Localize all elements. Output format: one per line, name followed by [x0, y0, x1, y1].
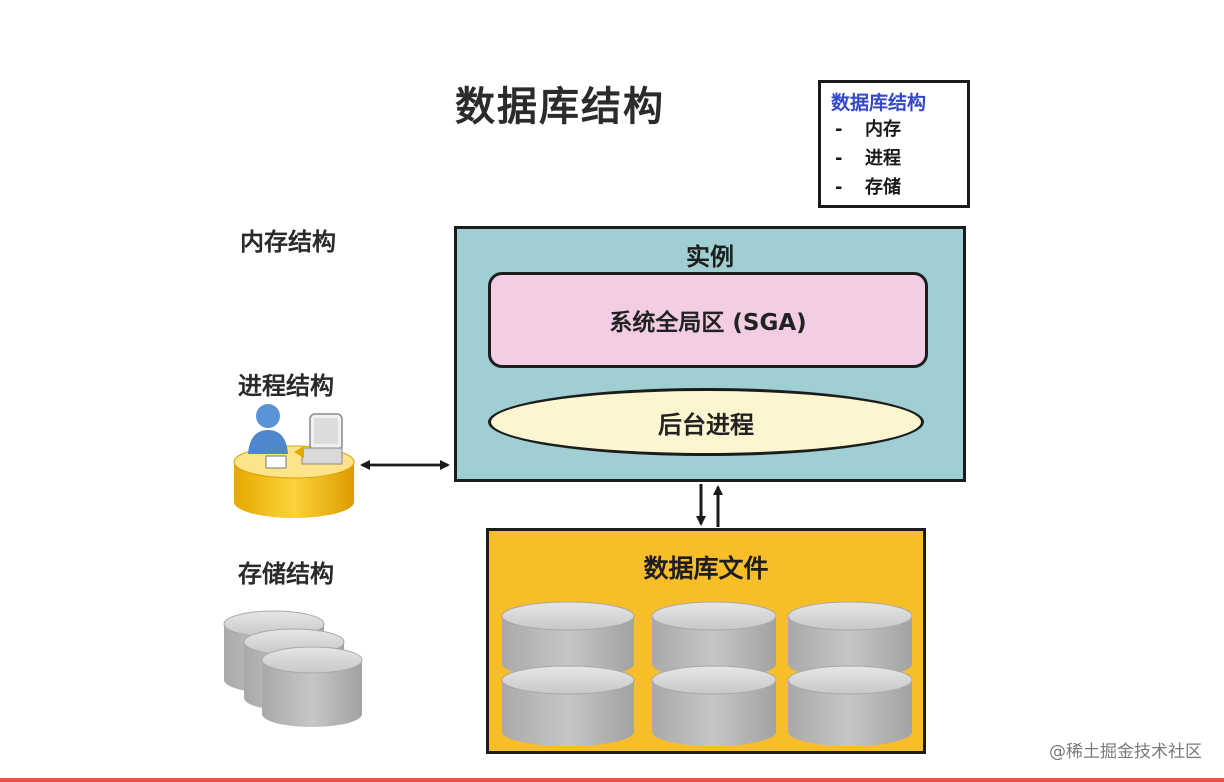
storage-structure-label: 存储结构 [238, 560, 334, 588]
legend-box: 数据库结构 - 内存 - 进程 - 存储 [818, 80, 970, 208]
legend-dash: - [835, 148, 843, 169]
legend-item-process: - 进程 [831, 144, 957, 173]
legend-item-label: 进程 [865, 148, 901, 169]
legend-dash: - [835, 177, 843, 198]
instance-title: 实例 [686, 243, 734, 271]
sga-label: 系统全局区 (SGA) [609, 310, 807, 336]
legend-item-memory: - 内存 [831, 115, 957, 144]
legend-item-label: 存储 [865, 177, 901, 198]
bottom-divider [0, 778, 1224, 782]
legend-title: 数据库结构 [831, 92, 927, 114]
process-structure-label: 进程结构 [238, 372, 334, 400]
datafile-cylinder-1 [501, 601, 635, 746]
datafile-cylinder-2 [651, 601, 777, 746]
legend-item-label: 内存 [865, 119, 901, 140]
datafile-cylinder-3 [787, 601, 913, 746]
user-workstation-icon [233, 404, 355, 518]
legend-item-storage: - 存储 [831, 173, 957, 202]
storage-disk-stack-icon [223, 610, 363, 727]
database-files-title: 数据库文件 [643, 554, 769, 583]
sga-box: 系统全局区 (SGA) [488, 272, 928, 368]
background-process-ellipse: 后台进程 [488, 388, 924, 456]
memory-structure-label: 内存结构 [240, 228, 336, 256]
diagram-title: 数据库结构 [455, 84, 665, 130]
legend-dash: - [835, 119, 843, 140]
background-process-label: 后台进程 [658, 410, 754, 439]
watermark: @稀土掘金技术社区 [1049, 742, 1202, 762]
